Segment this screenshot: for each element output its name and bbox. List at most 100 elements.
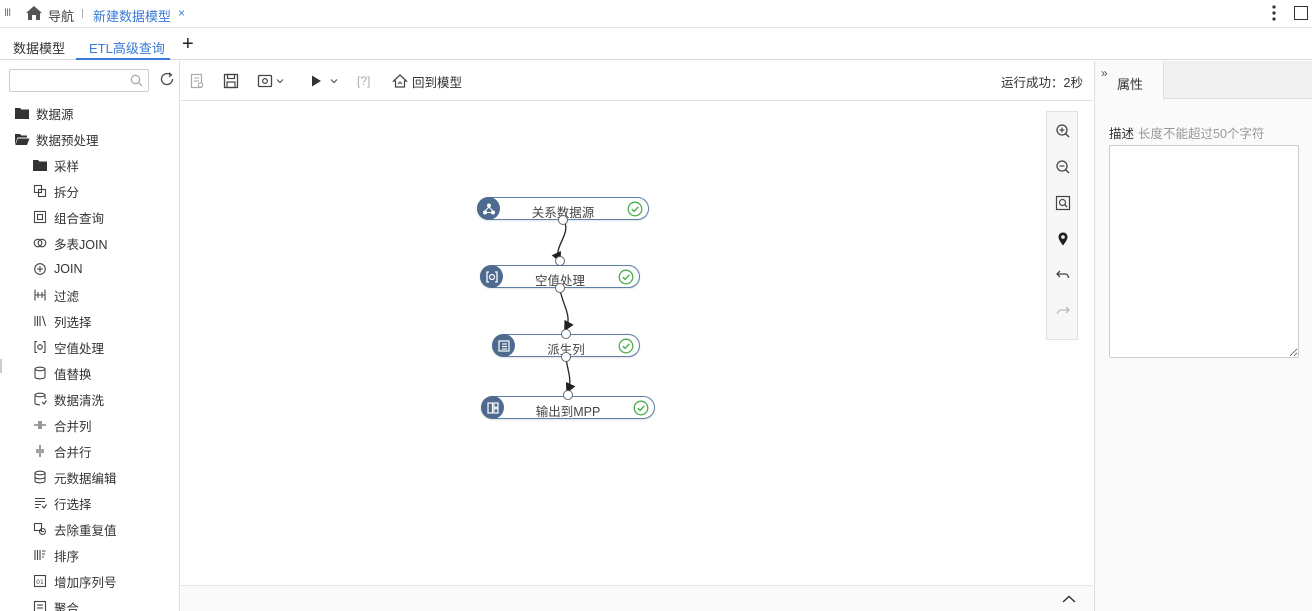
add-tab-icon[interactable]: + — [182, 33, 194, 55]
chevron-down-icon — [276, 79, 284, 84]
input-port[interactable] — [555, 256, 565, 266]
sidebar-item-label: 增加序列号 — [54, 575, 117, 590]
sidebar-item[interactable]: 行选择 — [32, 493, 92, 513]
sidebar-item[interactable]: 拆分 — [32, 181, 79, 201]
properties-button[interactable] — [189, 71, 205, 91]
sidebar-item[interactable]: 合并列 — [32, 415, 92, 435]
sidebar-item[interactable]: 多表JOIN — [32, 233, 107, 253]
sidebar-item[interactable]: 过滤 — [32, 285, 79, 305]
sidebar-item[interactable]: 组合查询 — [32, 207, 104, 227]
sidebar-resize-handle[interactable] — [0, 359, 2, 373]
metadata-edit-icon — [32, 469, 48, 485]
flow-node-relational-source[interactable]: 关系数据源 — [477, 197, 649, 220]
description-label: 描述长度不能超过50个字符 — [1109, 127, 1265, 141]
sidebar-item[interactable]: 去除重复值 — [32, 519, 117, 539]
close-tab-icon[interactable]: × — [178, 6, 186, 20]
sidebar-item[interactable]: 合并行 — [32, 441, 92, 461]
play-icon — [312, 75, 321, 87]
sidebar-item-label: 组合查询 — [54, 211, 105, 226]
search-input[interactable] — [10, 70, 125, 91]
output-port[interactable] — [561, 352, 571, 362]
locate-icon[interactable] — [1055, 231, 1071, 247]
sidebar-item[interactable]: 聚合 — [32, 597, 79, 611]
sidebar-item-label: 行选择 — [54, 497, 92, 512]
success-check-icon — [633, 400, 649, 416]
combine-icon — [32, 209, 48, 225]
divider — [82, 9, 83, 18]
success-check-icon — [627, 201, 643, 217]
sidebar-item-label: 数据源 — [36, 107, 74, 122]
input-port[interactable] — [561, 329, 571, 339]
component-sidebar: 数据源数据预处理采样拆分组合查询多表JOIN JOIN 过滤列选择空值处理值替换数据… — [0, 61, 180, 611]
zoom-in-icon[interactable] — [1055, 123, 1071, 139]
relational-source-icon — [477, 197, 500, 220]
save-button[interactable] — [223, 71, 239, 91]
search-icon[interactable] — [130, 74, 143, 87]
sidebar-item-label: 拆分 — [54, 185, 80, 200]
tab-etl-query[interactable]: ETL高级查询 — [89, 41, 165, 56]
tab-data-model[interactable]: 数据模型 — [13, 41, 66, 56]
sidebar-item[interactable]: 排序 — [32, 545, 79, 565]
menu-icon[interactable]: III — [4, 7, 11, 19]
run-dropdown-button[interactable] — [309, 71, 339, 91]
output-mpp-icon — [481, 396, 504, 419]
sidebar-item[interactable]: 元数据编辑 — [32, 467, 117, 487]
sidebar-item[interactable]: 01 增加序列号 — [32, 571, 117, 591]
filter-icon — [32, 287, 48, 303]
document-settings-icon — [190, 73, 204, 89]
refresh-icon[interactable] — [159, 71, 175, 87]
input-port[interactable] — [563, 390, 573, 400]
help-icon: [?] — [357, 74, 371, 88]
sidebar-item-label: 数据清洗 — [54, 393, 105, 408]
run-status-text: 运行成功：2秒 — [1001, 76, 1083, 90]
output-port[interactable] — [555, 283, 565, 293]
flow-node-derived-column[interactable]: 派生列 — [492, 334, 640, 357]
merge-column-icon — [32, 417, 48, 433]
sidebar-item[interactable]: 列选择 — [32, 311, 92, 331]
sidebar-item-label: 列选择 — [54, 315, 92, 330]
sidebar-item[interactable]: 数据清洗 — [32, 389, 104, 409]
properties-panel: » 属性 描述长度不能超过50个字符 — [1094, 61, 1312, 611]
flow-canvas[interactable]: 关系数据源 空值处理 派生列 输出到MPP — [181, 101, 1093, 585]
tab-new-data-model[interactable]: 新建数据模型 — [93, 9, 172, 24]
home-icon[interactable] — [25, 5, 43, 21]
undo-icon[interactable] — [1055, 267, 1071, 283]
description-textarea[interactable] — [1109, 145, 1299, 358]
help-button[interactable]: [?] — [357, 71, 370, 91]
sidebar-item-label: 空值处理 — [54, 341, 105, 356]
multi-join-icon — [32, 235, 48, 251]
sidebar-item[interactable]: 值替换 — [32, 363, 92, 383]
save-icon — [223, 73, 239, 89]
fit-view-icon[interactable] — [1055, 195, 1071, 211]
redo-icon[interactable] — [1055, 303, 1071, 319]
sidebar-item[interactable]: 采样 — [32, 155, 79, 175]
edge-n1-n2[interactable] — [551, 218, 567, 263]
flow-node-output-mpp[interactable]: 输出到MPP — [481, 396, 655, 419]
sidebar-item-label: 合并列 — [54, 419, 92, 434]
output-port[interactable] — [558, 215, 568, 225]
preview-dropdown-button[interactable] — [257, 71, 285, 91]
edge-n2-n3[interactable] — [559, 286, 574, 332]
sidebar-item-label: 数据预处理 — [36, 133, 99, 148]
sidebar-item[interactable]: 数据源 — [14, 103, 74, 123]
chevron-up-icon[interactable] — [1061, 594, 1077, 604]
sidebar-item-label: 值替换 — [54, 367, 92, 382]
sidebar-item[interactable]: 数据预处理 — [14, 129, 99, 149]
merge-row-icon — [32, 443, 48, 459]
expand-icon[interactable]: » — [1101, 66, 1108, 80]
node-label: 输出到MPP — [535, 405, 601, 419]
nav-label[interactable]: 导航 — [48, 9, 75, 24]
maximize-icon[interactable] — [1294, 6, 1308, 20]
more-vertical-icon[interactable] — [1270, 4, 1278, 22]
tab-properties[interactable]: » 属性 — [1095, 61, 1164, 100]
node-label: 派生列 — [547, 343, 585, 357]
zoom-out-icon[interactable] — [1055, 159, 1071, 175]
sidebar-item[interactable]: JOIN — [32, 259, 82, 279]
aggregate-icon — [32, 599, 48, 611]
serial-number-icon: 01 — [32, 573, 48, 589]
sidebar-item-label: 排序 — [54, 549, 80, 564]
data-clean-icon — [32, 391, 48, 407]
back-to-model-button[interactable]: 回到模型 — [392, 71, 462, 91]
properties-title: 属性 — [1117, 77, 1144, 92]
sidebar-item[interactable]: 空值处理 — [32, 337, 104, 357]
